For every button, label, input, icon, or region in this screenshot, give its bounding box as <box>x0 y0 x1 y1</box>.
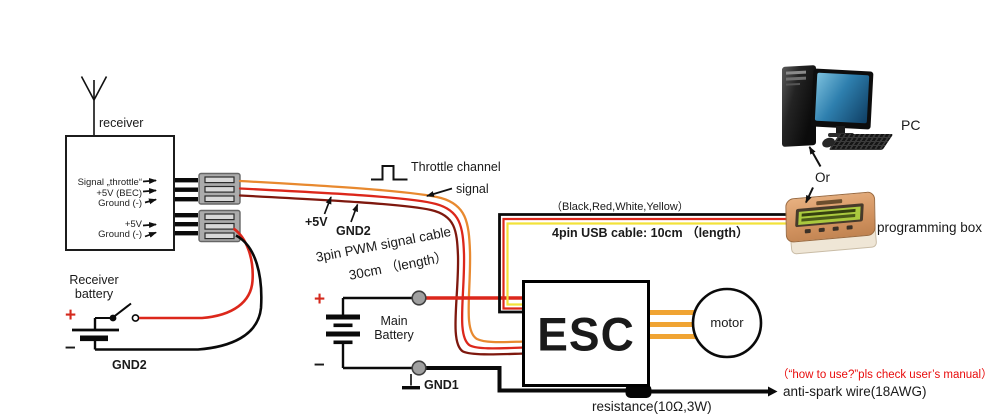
servo-connector-top <box>198 172 241 205</box>
throttle-channel-label: Throttle channel <box>411 160 501 174</box>
programming-box-top <box>785 191 876 244</box>
pc-screen <box>814 72 870 124</box>
plus-sign: + <box>314 289 326 310</box>
minus-sign: – <box>314 354 325 375</box>
esc-box: ESC <box>522 280 650 387</box>
v5-arrow-icon <box>323 196 332 215</box>
manual-note: （“how to use?”pls check user’s manual） <box>777 369 993 381</box>
main-battery-label: Main Battery <box>374 314 414 342</box>
pin-label-5v: +5V <box>124 219 142 230</box>
pc-keyboard <box>828 134 894 150</box>
plus-sign: + <box>65 305 77 326</box>
programming-box-button <box>832 226 839 231</box>
pin-label-signal: Signal „throttle“ <box>77 176 142 188</box>
receiver-battery-symbol <box>72 302 140 350</box>
receiver-pins <box>171 178 198 236</box>
usb-cable-label: 4pin USB cable: 10cm （length） <box>552 226 749 240</box>
pin-label-5v-bec: +5V (BEC) <box>96 187 142 199</box>
motor-label: motor <box>710 315 744 330</box>
node-positive <box>411 290 427 306</box>
programming-box-button <box>818 227 825 233</box>
anti-spark-wire-tip <box>768 386 778 397</box>
switch-lever <box>112 302 132 318</box>
receiver-battery-label: Receiver battery <box>69 273 119 301</box>
anti-spark-label: anti-spark wire(18AWG) <box>783 384 927 399</box>
receiver-label: receiver <box>99 116 144 130</box>
programming-box-button <box>846 225 853 230</box>
programming-box-lcd <box>795 203 864 228</box>
servo-connector-bottom <box>198 209 241 243</box>
pulse-waveform-icon <box>371 165 408 181</box>
pc-monitor <box>810 68 874 130</box>
gnd2-battery-label: GND2 <box>112 358 147 372</box>
pin-label-ground: Ground (-) <box>98 197 142 209</box>
resistance-label: resistance(10Ω,3W) <box>592 399 712 414</box>
programming-box-label: programming box <box>877 220 983 235</box>
pc-graphic <box>776 60 894 156</box>
gnd2-arrow-icon <box>350 203 359 223</box>
usb-wire-colors-label: （Black,Red,White,Yellow） <box>551 201 689 213</box>
programming-box-button <box>804 228 811 234</box>
throttle-signal-label: signal <box>456 182 489 196</box>
gnd2-wire-label: GND2 <box>336 224 371 238</box>
gnd1-symbol <box>402 374 420 390</box>
main-battery-symbol <box>326 298 360 368</box>
gnd1-label: GND1 <box>424 378 459 392</box>
pin-label-ground2: Ground (-) <box>98 229 142 240</box>
programming-box-graphic <box>784 190 881 256</box>
minus-sign: – <box>65 337 76 358</box>
switch-contact <box>131 314 140 322</box>
pc-label: PC <box>901 117 921 133</box>
signal-arrow-icon <box>426 187 453 197</box>
v5-wire-label: +5V <box>305 215 328 229</box>
motor-wires <box>645 310 697 339</box>
node-negative <box>411 360 427 376</box>
esc-label: ESC <box>537 306 635 361</box>
or-label: Or <box>815 170 830 185</box>
